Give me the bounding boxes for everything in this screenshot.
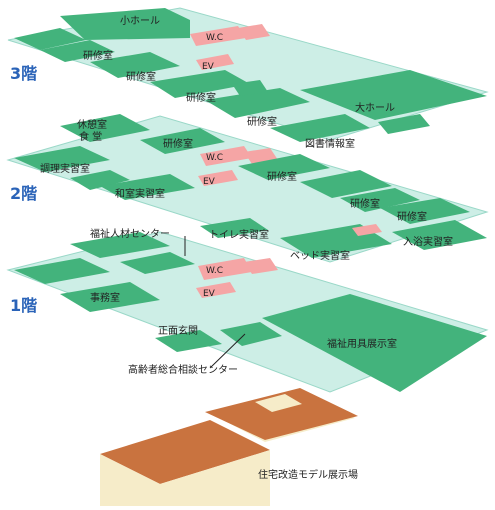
f2-study-room-1	[140, 128, 225, 154]
f1-entrance-room	[220, 322, 282, 346]
f2-study-room-4	[380, 198, 470, 224]
f2-study-room-3-label: 研修室	[350, 199, 380, 210]
f3-library-room	[270, 114, 370, 142]
house-roof-left	[100, 420, 270, 484]
f3-wc-room-b	[238, 24, 270, 40]
f1-wc-room-b	[244, 258, 278, 274]
f1-room-c	[155, 330, 222, 352]
f2-toilet-practice	[200, 218, 268, 238]
f3-study-room-4	[205, 88, 310, 118]
f1-elderly-center-label: 高齢者総合相談センター	[128, 365, 238, 376]
house-wall-front	[160, 450, 270, 506]
f2-study-room-2	[238, 154, 330, 180]
f1-wc-room	[198, 258, 252, 280]
f3-study-room-2-label: 研修室	[126, 72, 156, 83]
f1-welfare-talent-center-label: 福祉人材センター	[90, 229, 170, 240]
f2-cafeteria-label: 食 堂	[79, 132, 103, 143]
f1-office-room	[60, 282, 160, 312]
house-roof-right	[205, 388, 358, 440]
f3-big-hall-room	[300, 70, 487, 120]
f2-study-room-2-label: 研修室	[267, 172, 297, 183]
f2-ev-label: EV	[203, 177, 215, 187]
f3-ev-room	[196, 54, 234, 70]
model-house-label: 住宅改造モデル展示場	[258, 470, 358, 481]
f3-small-room-b	[378, 114, 430, 134]
f2-study-room-4-label: 研修室	[397, 212, 427, 223]
f3-small-room	[232, 80, 268, 96]
f1-showroom	[262, 294, 487, 392]
f2-cooking-room-label: 調理実習室	[40, 164, 90, 175]
f2-toilet-practice-label: トイレ実習室	[209, 230, 269, 241]
f3-small-hall-label: 小ホール	[120, 16, 160, 27]
house-dormer	[255, 394, 302, 412]
f3-room-a	[14, 28, 86, 50]
f3-study-room-2	[90, 52, 180, 78]
f2-bath-practice-label: 入浴実習室	[403, 237, 453, 248]
f3-wc-label: W.C	[206, 33, 224, 43]
f3-study-room-1	[40, 40, 115, 62]
f2-wc-label: W.C	[206, 153, 224, 163]
floor-2-label: 2階	[10, 184, 38, 203]
f3-small-hall-room	[60, 8, 190, 40]
f2-bath-practice	[392, 220, 487, 250]
f3-study-room-4-label: 研修室	[247, 117, 277, 128]
f2-ev-room	[198, 170, 238, 186]
f2-japanese-room-label: 和室実習室	[115, 189, 165, 200]
floor-3-label: 3階	[10, 64, 38, 83]
f2-pink-room	[352, 224, 382, 236]
f1-wc-label: W.C	[206, 266, 224, 276]
f2-break-room	[60, 114, 150, 142]
f3-library-label: 図書情報室	[305, 139, 355, 150]
f2-break-room-label: 休憩室	[77, 120, 107, 131]
f1-welfare-talent-room	[70, 232, 170, 258]
f1-ev-label: EV	[203, 289, 215, 299]
f1-ev-room	[196, 282, 236, 298]
f2-bed-practice-label: ベッド実習室	[290, 251, 350, 262]
f2-small-room-a	[70, 170, 130, 190]
f1-room-b	[120, 252, 195, 274]
f3-ev-label: EV	[202, 62, 214, 72]
f1-entrance-label: 正面玄関	[158, 326, 198, 337]
f2-room-b	[300, 170, 392, 198]
f3-study-room-3	[150, 70, 250, 98]
floor-1-label: 1階	[10, 296, 38, 315]
f1-office-label: 事務室	[90, 293, 120, 304]
f1-room-a	[14, 258, 110, 284]
f2-study-room-3	[340, 188, 420, 212]
f2-japanese-room	[100, 174, 195, 200]
f1-elderly-leader-line	[209, 333, 246, 369]
f3-wc-room	[190, 26, 246, 46]
f2-study-room-1-label: 研修室	[163, 139, 193, 150]
f2-cooking-room	[14, 146, 110, 172]
f1-showroom-label: 福祉用具展示室	[327, 339, 397, 350]
f2-wc-room	[200, 146, 252, 166]
f3-big-hall-label: 大ホール	[355, 103, 395, 114]
f3-study-room-1-label: 研修室	[83, 51, 113, 62]
f3-study-room-3-label: 研修室	[186, 93, 216, 104]
house-wall-left	[100, 454, 160, 506]
